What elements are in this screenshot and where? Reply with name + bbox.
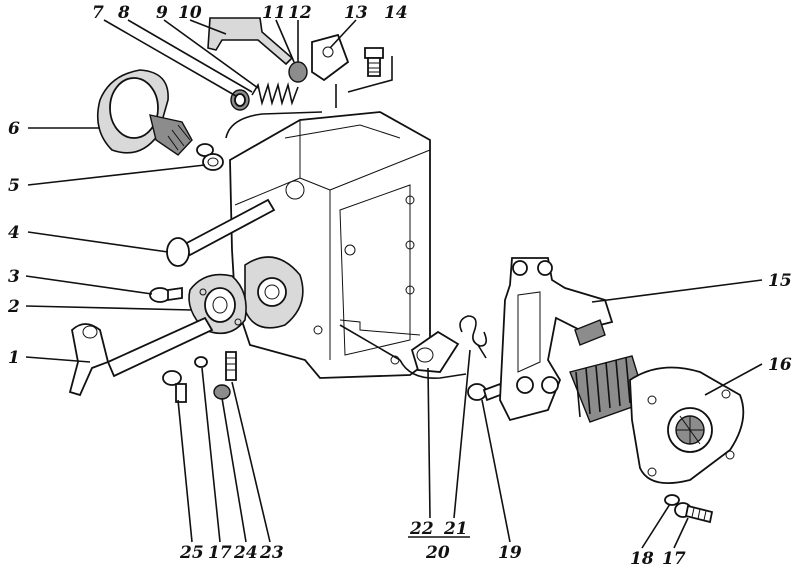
label-1: 1: [8, 348, 20, 368]
label-22: 22: [409, 519, 434, 539]
label-7: 7: [92, 3, 104, 23]
label-18-right: 18: [630, 549, 654, 569]
label-13: 13: [344, 3, 368, 23]
label-11: 11: [262, 3, 286, 23]
bolt-part-14: [364, 47, 384, 77]
stud-part-23: [225, 351, 237, 381]
label-9: 9: [156, 3, 168, 23]
bracket-part-22: [410, 330, 460, 373]
washer-part-18-left: [194, 356, 208, 368]
washer-part-5: [202, 153, 224, 171]
bolt-part-3: [149, 286, 183, 303]
lever-shaft-part-1: [68, 316, 214, 397]
fork-part-15: [499, 257, 614, 422]
bolt-part-17: [674, 502, 714, 524]
washer-part-18-right: [664, 494, 680, 506]
label-20: 20: [425, 543, 450, 563]
label-15: 15: [768, 271, 792, 291]
label-4: 4: [8, 223, 20, 243]
label-25: 25: [179, 543, 204, 563]
label-21: 21: [443, 519, 468, 539]
label-23: 23: [259, 543, 284, 563]
label-14: 14: [384, 3, 408, 23]
callout-line-housing: [339, 324, 401, 361]
leader-lines: [25, 19, 763, 549]
bolt-part-19: [467, 382, 505, 402]
bolt-part-25: [162, 370, 187, 403]
washer-hole-5: [207, 157, 219, 167]
gearbox-housing: [229, 111, 431, 379]
label-2: 2: [7, 297, 20, 317]
callout-bracket-top: [225, 111, 323, 139]
callout-line-14: [347, 56, 393, 93]
part-number-labels: 6 5 4 3 2 1 7 8 9 10 11 12 13 14 15 16 2…: [7, 3, 792, 569]
label-18-left: 17: [208, 543, 232, 563]
flange-pump-part: [96, 69, 214, 157]
pump-housing-part-16: [569, 355, 745, 484]
label-17: 17: [662, 549, 686, 569]
spring-assembly-top: [207, 17, 350, 111]
label-8: 8: [117, 3, 130, 23]
spring-part-21: [459, 315, 488, 359]
label-24: 24: [233, 543, 258, 563]
label-12: 12: [288, 3, 312, 23]
label-6: 6: [8, 119, 20, 139]
label-3: 3: [8, 267, 20, 287]
label-5: 5: [8, 176, 20, 196]
label-16: 16: [768, 355, 792, 375]
label-10: 10: [178, 3, 202, 23]
nut-part-24: [213, 384, 231, 400]
label-19: 19: [498, 543, 522, 563]
callout-line-20: [399, 359, 467, 379]
